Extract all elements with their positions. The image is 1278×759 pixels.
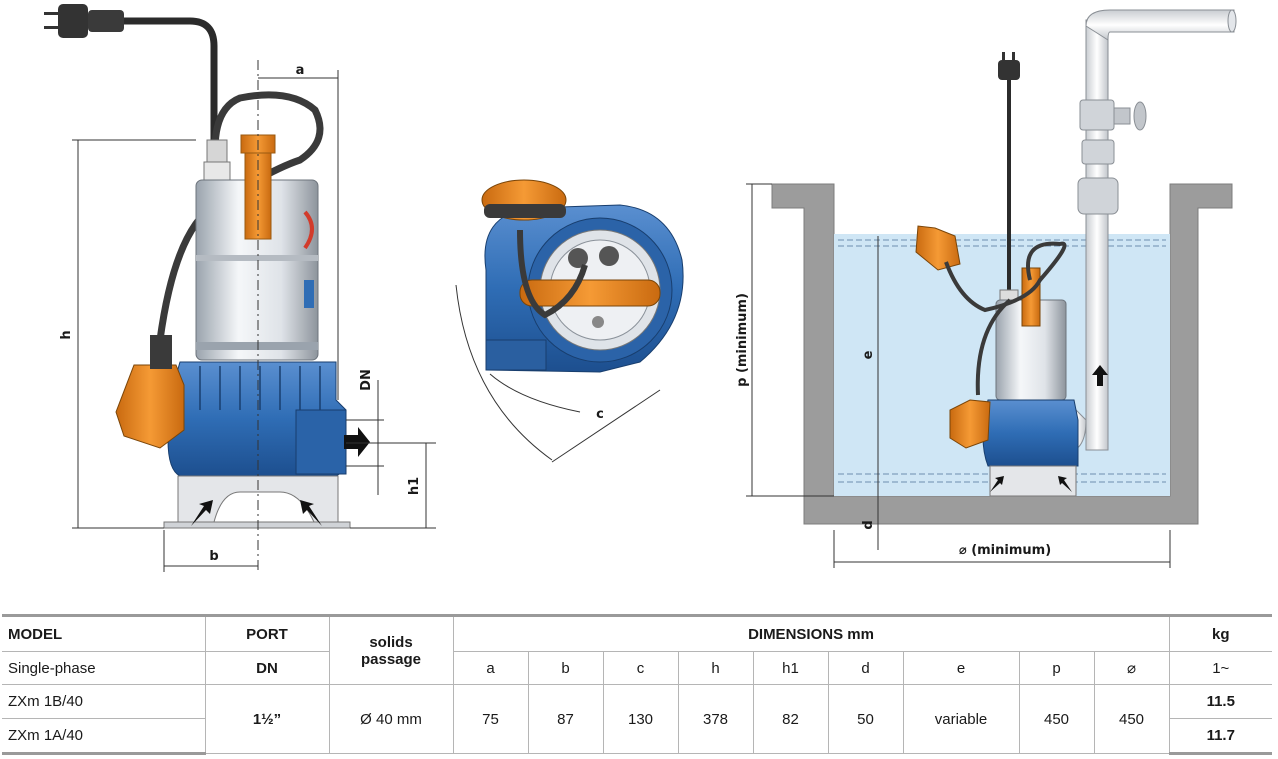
dim-value-h: 378: [677, 684, 754, 754]
dim-value-a: 75: [452, 684, 529, 754]
dim-value-diameter: 450: [1093, 684, 1170, 754]
dim-col-b: b: [527, 651, 604, 685]
dim-value-p: 450: [1018, 684, 1095, 754]
flow-arrow-icon: [191, 427, 370, 526]
dim-value-b: 87: [527, 684, 604, 754]
dim-col-e: e: [902, 651, 1020, 685]
dim-label-p: p (minimum): [735, 293, 750, 387]
pump-installation-view: p (minimum) e d ⌀ (minimum): [735, 9, 1237, 568]
table-row-kg: 11.7: [1168, 718, 1272, 755]
dim-col-a: a: [452, 651, 529, 685]
table-row-model: ZXm 1B/40: [2, 684, 206, 719]
dim-col-diameter: ⌀: [1093, 651, 1170, 685]
dim-label-h1: h1: [407, 477, 422, 495]
port-subheader: DN: [204, 651, 330, 685]
solids-header: solids passage: [328, 614, 454, 685]
dim-col-h1: h1: [752, 651, 829, 685]
dim-col-h: h: [677, 651, 754, 685]
dim-col-d: d: [827, 651, 904, 685]
model-header: MODEL: [2, 614, 206, 652]
port-header: PORT: [204, 614, 330, 652]
dim-label-d: d: [861, 520, 876, 529]
dim-label-width-min: ⌀ (minimum): [959, 543, 1051, 558]
dimensions-header: DIMENSIONS mm: [452, 614, 1170, 652]
pump-technical-drawing: h a b DN h1 c: [44, 4, 1237, 572]
pump-top-view: c: [455, 179, 684, 463]
specification-table: MODEL PORT solids passage DIMENSIONS mm …: [2, 614, 1272, 755]
solids-header-line2: passage: [360, 650, 422, 668]
dim-value-e: variable: [902, 684, 1020, 754]
dim-label-a: a: [296, 63, 305, 78]
kg-header: kg: [1168, 614, 1272, 652]
dim-col-c: c: [602, 651, 679, 685]
kg-subheader: 1~: [1168, 651, 1272, 685]
plug-icon: [44, 4, 124, 38]
port-value: 1½”: [204, 684, 330, 754]
dim-value-c: 130: [602, 684, 679, 754]
dim-label-dn: DN: [359, 369, 374, 391]
pump-front-view: h a b DN h1: [44, 4, 436, 572]
dim-label-h: h: [59, 330, 74, 339]
table-row-kg: 11.5: [1168, 684, 1272, 719]
model-subheader: Single-phase: [2, 651, 206, 685]
dim-label-c: c: [596, 407, 604, 422]
dim-value-h1: 82: [752, 684, 829, 754]
dim-col-p: p: [1018, 651, 1095, 685]
solids-value: Ø 40 mm: [328, 684, 454, 754]
table-row-model: ZXm 1A/40: [2, 718, 206, 755]
solids-header-line1: solids: [369, 633, 413, 651]
dim-label-b: b: [209, 549, 218, 564]
dim-label-e: e: [861, 350, 876, 359]
dim-value-d: 50: [827, 684, 904, 754]
